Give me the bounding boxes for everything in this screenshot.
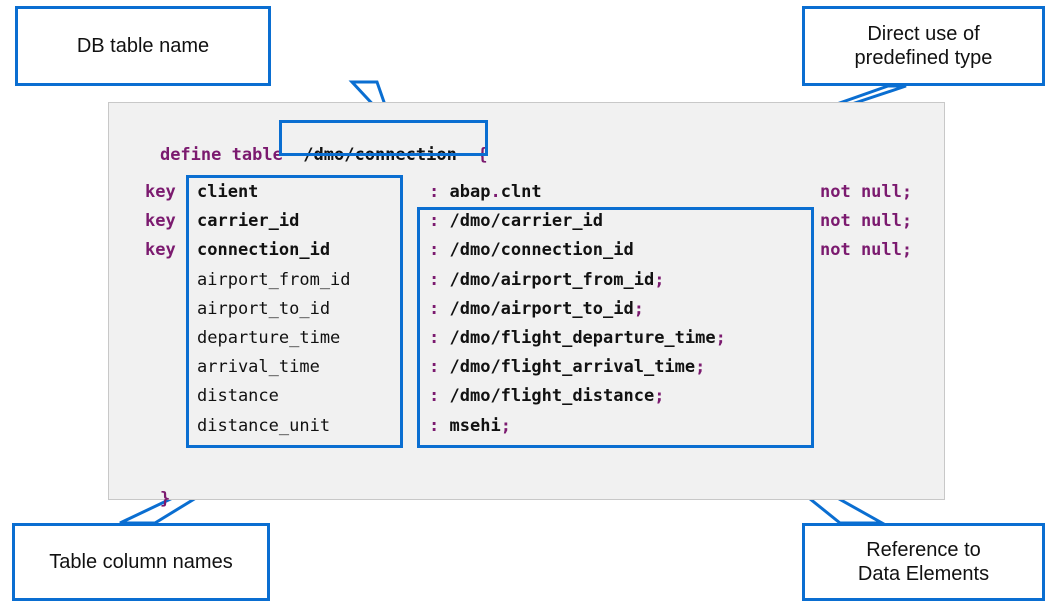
type-cell: : /dmo/flight_arrival_time; (429, 357, 705, 377)
not-null-keyword: not null (820, 182, 902, 202)
column-name-cell: connection_id (197, 240, 330, 260)
column-name-cell: carrier_id (197, 211, 299, 231)
colon: : (429, 240, 440, 261)
not-null-cell: not null; (820, 240, 912, 260)
key-keyword: key (145, 211, 176, 232)
colon: : (429, 269, 440, 290)
column-name-cell: distance_unit (197, 416, 330, 436)
close-brace: } (159, 489, 171, 509)
column-name: airport_to_id (197, 298, 331, 319)
key-cell: key (145, 211, 176, 231)
type-cell: : /dmo/connection_id (429, 240, 634, 260)
colon: : (429, 211, 440, 232)
predefined-type-line-1: Direct use of (867, 23, 980, 45)
column-name: connection_id (197, 240, 331, 261)
semicolon: ; (500, 415, 511, 436)
not-null-cell: not null; (820, 182, 912, 202)
not-null-cell: not null; (820, 211, 912, 231)
column-names-label: Table column names (49, 551, 233, 573)
column-name-cell: airport_from_id (197, 270, 351, 290)
type-cell: : msehi; (429, 416, 511, 436)
data-elements-highlight (417, 207, 814, 448)
close-brace-line: } (119, 469, 170, 529)
type-name: /dmo/flight_distance (449, 386, 655, 407)
predefined-type-callout: Direct use of predefined type (802, 6, 1045, 86)
column-names-callout: Table column names (12, 523, 270, 601)
table-keyword: table (231, 145, 283, 165)
db-table-name-callout: DB table name (15, 6, 271, 86)
data-elements-line-2: Data Elements (857, 563, 990, 585)
data-elements-line-1: Reference to (866, 539, 981, 561)
type-name: /dmo/airport_from_id (449, 269, 655, 290)
key-keyword: key (145, 182, 176, 202)
type-cell: : abap.clnt (429, 182, 542, 202)
column-name: client (197, 182, 259, 202)
define-keyword: define (159, 145, 222, 165)
key-keyword: key (145, 240, 176, 261)
table-name-highlight (279, 120, 488, 156)
type-cell: : /dmo/airport_to_id; (429, 299, 644, 319)
column-name: airport_from_id (197, 269, 351, 290)
colon: : (429, 328, 440, 348)
column-name-cell: client (197, 182, 258, 202)
key-cell: key (145, 182, 176, 202)
type-dot: . (490, 182, 501, 202)
semicolon: ; (901, 211, 913, 232)
colon: : (429, 357, 440, 378)
type-cell: : /dmo/airport_from_id; (429, 270, 664, 290)
data-elements-callout: Reference to Data Elements (802, 523, 1045, 601)
semicolon: ; (715, 328, 726, 348)
semicolon: ; (654, 269, 665, 290)
semicolon: ; (901, 240, 913, 261)
column-name-cell: arrival_time (197, 357, 320, 377)
key-cell: key (145, 240, 176, 260)
type-name: /dmo/connection_id (449, 240, 634, 261)
type-name: clnt (500, 182, 542, 202)
type-name: /dmo/airport_to_id (449, 298, 634, 319)
column-name: carrier_id (197, 211, 300, 232)
type-cell: : /dmo/flight_departure_time; (429, 328, 726, 348)
column-name: distance (197, 386, 279, 407)
type-cell: : /dmo/flight_distance; (429, 386, 664, 406)
predefined-type-line-2: predefined type (854, 47, 993, 69)
column-name-cell: departure_time (197, 328, 340, 348)
db-table-name-label: DB table name (76, 35, 210, 57)
type-cell: : /dmo/carrier_id (429, 211, 603, 231)
column-name-cell: distance (197, 386, 279, 406)
semicolon: ; (901, 182, 913, 202)
semicolon: ; (654, 386, 665, 407)
colon: : (429, 182, 440, 202)
type-name: /dmo/carrier_id (449, 211, 604, 232)
semicolon: ; (695, 357, 706, 378)
column-name: arrival_time (197, 357, 320, 378)
semicolon: ; (633, 298, 644, 319)
type-namespace: abap (449, 182, 491, 202)
colon: : (429, 386, 440, 407)
column-name: distance_unit (197, 415, 331, 436)
column-name: departure_time (197, 328, 341, 348)
column-name-cell: airport_to_id (197, 299, 330, 319)
type-name: /dmo/flight_departure_time (449, 328, 716, 348)
not-null-keyword: not null (820, 240, 902, 261)
colon: : (429, 298, 440, 319)
column-names-highlight (186, 175, 403, 448)
not-null-keyword: not null (820, 211, 902, 232)
colon: : (429, 415, 440, 436)
type-name: /dmo/flight_arrival_time (449, 357, 696, 378)
type-name: msehi (449, 415, 501, 436)
